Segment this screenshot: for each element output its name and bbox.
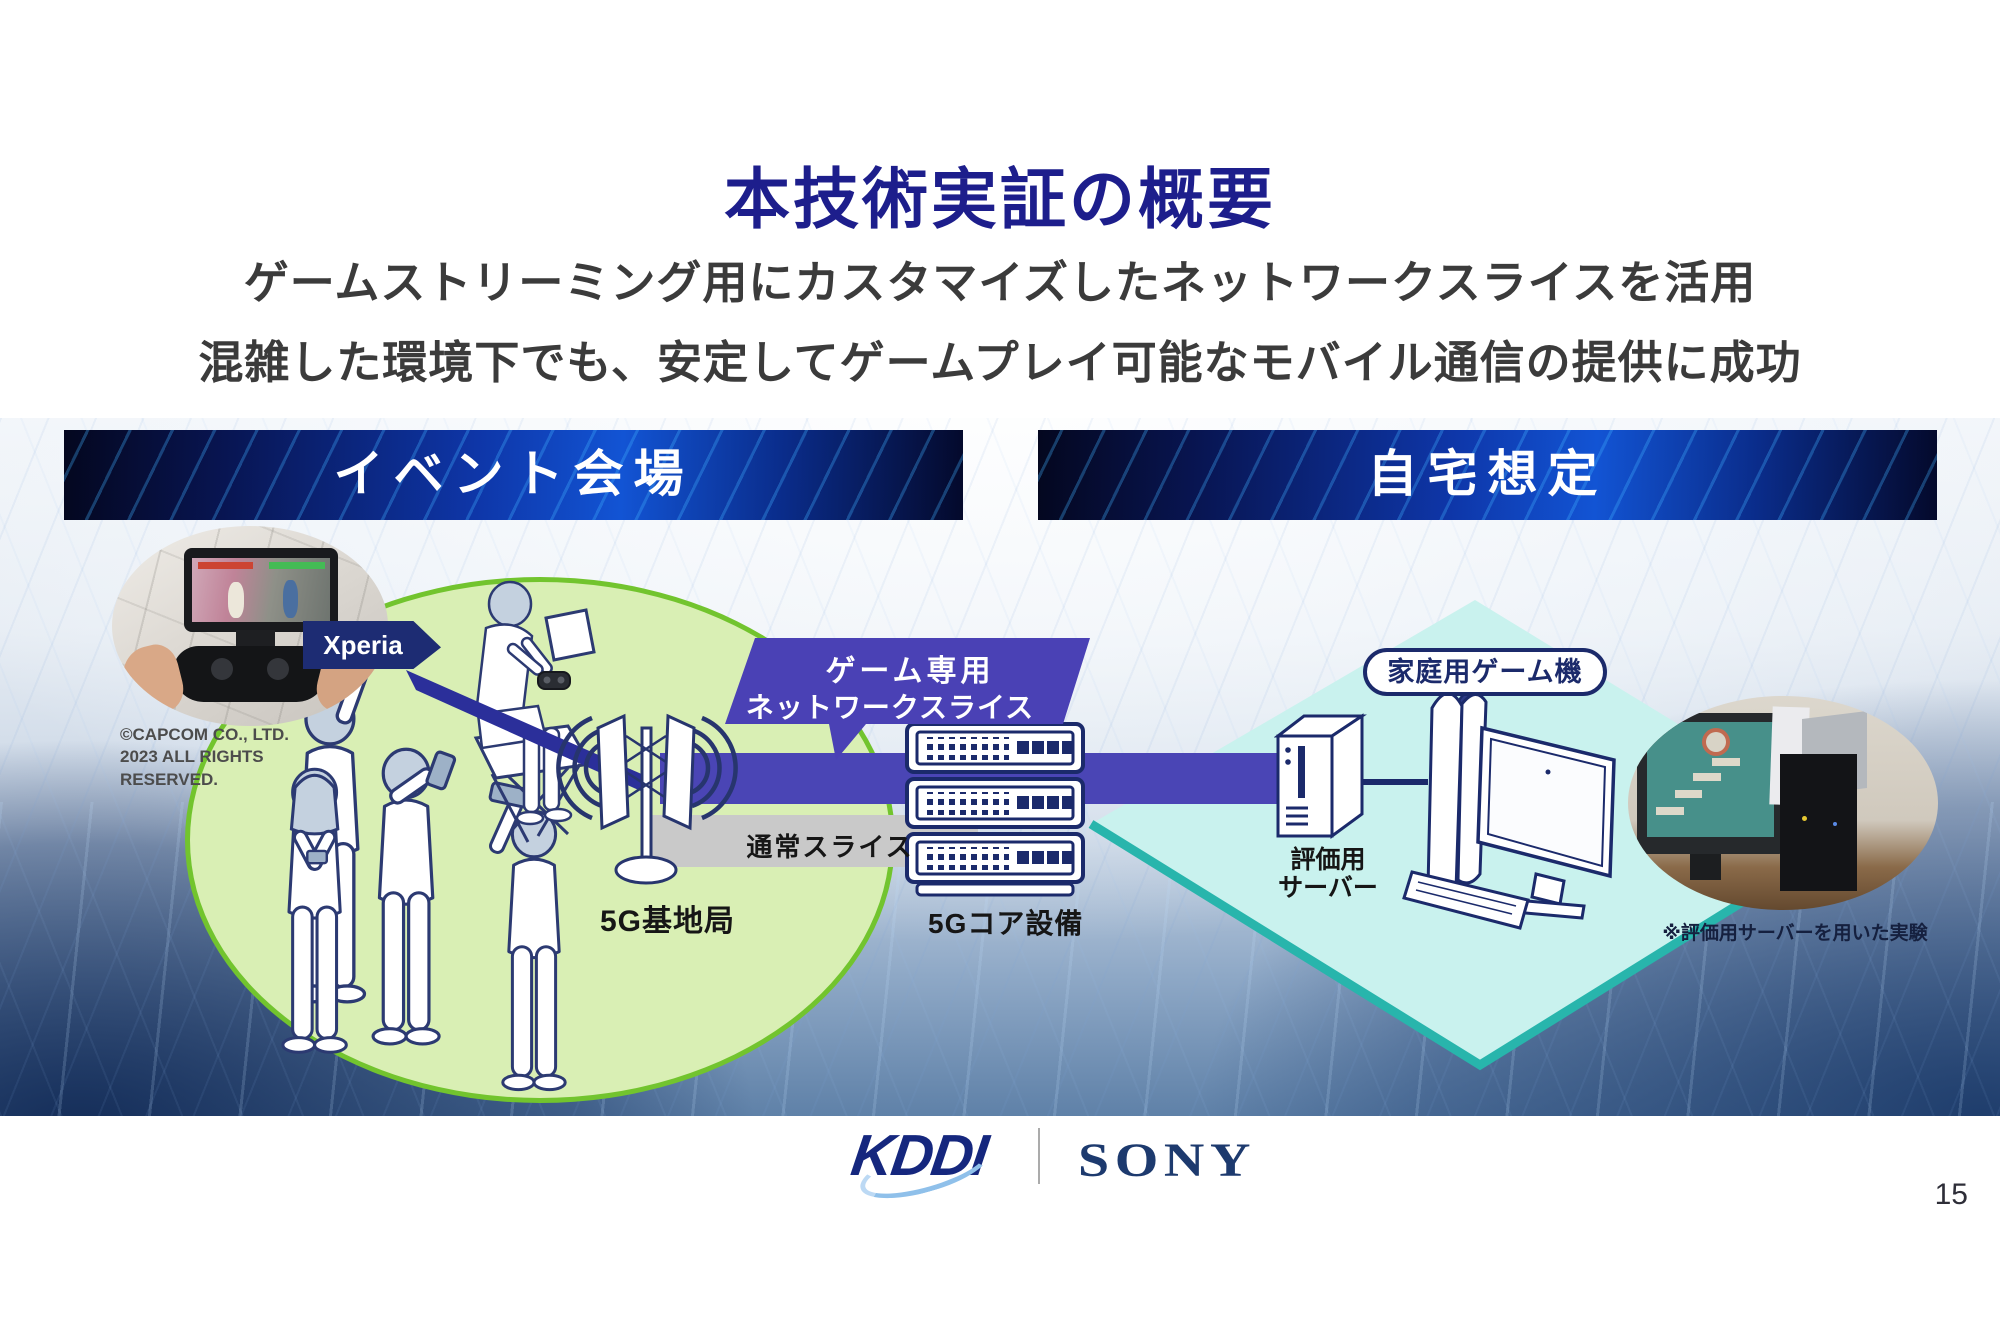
copyright-line: 2023 ALL RIGHTS (120, 747, 264, 767)
game-slice-bubble (725, 638, 1090, 760)
copyright-line: RESERVED. (120, 769, 218, 789)
photo-server-tower (1779, 753, 1858, 891)
banner-home-label: 自宅想定 (1367, 446, 1608, 502)
footer: KDDI SONY 15 (0, 1116, 2000, 1333)
fighter-left (227, 582, 245, 618)
page-number: 15 (1934, 1178, 1968, 1211)
home-console-pill-label: 家庭用ゲーム機 (1363, 648, 1607, 696)
photo-target-graphic (1702, 728, 1731, 756)
game-slice-label-line2: ネットワークスライス (745, 692, 1035, 723)
photo-step (1711, 758, 1740, 766)
experiment-photo-caption: ※評価用サーバーを用いた実験 (1662, 923, 1928, 944)
controller (172, 646, 328, 702)
person-icon (371, 747, 457, 1046)
copyright-line: ©CAPCOM CO., LTD. (120, 725, 289, 744)
xperia-handheld-photo (112, 526, 388, 726)
base-station-label: 5G基地局 (600, 905, 736, 938)
experiment-photo (1628, 696, 1938, 910)
banner-home: 自宅想定 (1038, 430, 1937, 520)
eval-server-label-line2: サーバー (1278, 874, 1378, 902)
controller-stick (266, 658, 289, 680)
health-bar-right (269, 562, 325, 569)
game-slice-label-line1: ゲーム専用 (825, 655, 995, 688)
phone-mount (236, 630, 275, 650)
subtitle-line1: ゲームストリーミング用にカスタマイズしたネットワークスライスを活用 (243, 257, 1757, 308)
banner-event-venue: イベント会場 (64, 430, 963, 520)
sony-logo: SONY (1078, 1132, 1256, 1187)
photo-monitor-stand (1690, 854, 1721, 881)
person-icon (281, 767, 348, 1054)
base-station-icon (556, 713, 738, 885)
eval-server-icon (1274, 713, 1367, 839)
fighter-right (283, 580, 299, 618)
controller-stick (211, 658, 234, 680)
capcom-copyright: ©CAPCOM CO., LTD. 2023 ALL RIGHTS RESERV… (120, 724, 350, 791)
core-equipment-label: 5Gコア設備 (928, 908, 1084, 939)
logo-divider (1038, 1128, 1040, 1184)
game-console-icon (1402, 690, 1616, 930)
core-server-stack-icon (905, 722, 1085, 897)
photo-led-yellow (1801, 815, 1807, 821)
subtitle-line2: 混雑した環境下でも、安定してゲームプレイ可能なモバイル通信の提供に成功 (198, 337, 1802, 388)
photo-step (1655, 807, 1684, 815)
photo-led-blue (1832, 822, 1837, 827)
banner-event-venue-label: イベント会場 (333, 446, 694, 502)
page-title: 本技術実証の概要 (724, 162, 1276, 236)
normal-slice-label: 通常スライス (746, 832, 914, 862)
signal-arrow-icon (406, 670, 652, 796)
connection-line (1352, 779, 1428, 785)
xperia-tag-label: Xperia (303, 621, 441, 669)
photo-step (1674, 790, 1703, 798)
photo-step (1693, 773, 1721, 781)
eval-server-label-line1: 評価用 (1290, 846, 1366, 874)
kddi-logo: KDDI (847, 1123, 991, 1188)
health-bar-left (197, 562, 253, 569)
